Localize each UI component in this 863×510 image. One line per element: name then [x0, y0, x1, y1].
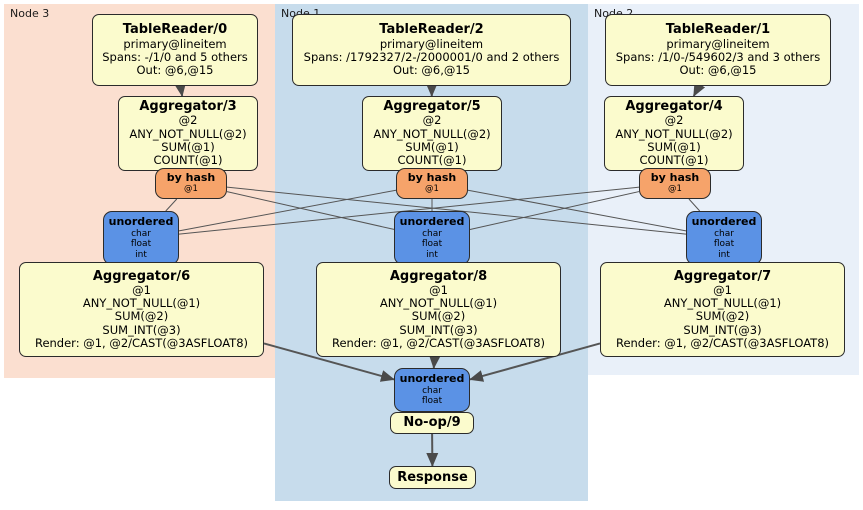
- node-byhash1[interactable]: by hash@1: [396, 168, 468, 199]
- node-title-response: Response: [397, 469, 468, 485]
- node-line-aggregator4-2: SUM(@1): [647, 140, 701, 155]
- node-line-tablereader1-1: Spans: /1/0-/549602/3 and 3 others: [615, 49, 821, 64]
- node-line-unordered1-0: char: [422, 228, 442, 239]
- node-line-unordered3-2: int: [135, 249, 147, 260]
- node-line-aggregator7-1: ANY_NOT_NULL(@1): [663, 296, 782, 311]
- node-line-aggregator3-3: COUNT(@1): [153, 153, 223, 168]
- node-line-aggregator5-1: ANY_NOT_NULL(@2): [373, 126, 491, 141]
- node-line-tablereader2-2: Out: @6,@15: [393, 63, 470, 78]
- node-line-aggregator8-3: SUM_INT(@3): [399, 322, 478, 337]
- node-line-unordered2-1: float: [713, 239, 735, 250]
- node-line-byhash1-0: @1: [425, 183, 439, 194]
- node-line-unordered3-1: float: [130, 239, 152, 250]
- node-line-aggregator4-1: ANY_NOT_NULL(@2): [615, 126, 733, 141]
- node-line-aggregator3-2: SUM(@1): [161, 140, 215, 155]
- node-title-aggregator8: Aggregator/8: [389, 268, 488, 284]
- node-line-aggregator3-0: @2: [178, 113, 198, 128]
- node-title-unordered_final: unordered: [399, 372, 465, 386]
- node-line-aggregator4-0: @2: [664, 113, 684, 128]
- node-line-tablereader0-2: Out: @6,@15: [136, 63, 214, 78]
- node-line-aggregator7-2: SUM(@2): [695, 309, 750, 324]
- node-line-aggregator8-1: ANY_NOT_NULL(@1): [379, 296, 498, 311]
- node-line-tablereader1-0: primary@lineitem: [666, 36, 770, 51]
- node-line-unordered2-0: char: [714, 228, 734, 239]
- node-response[interactable]: Response: [389, 466, 476, 489]
- node-line-aggregator7-0: @1: [713, 282, 732, 297]
- node-line-unordered1-1: float: [421, 239, 443, 250]
- node-line-aggregator6-3: SUM_INT(@3): [102, 322, 181, 337]
- node-title-tablereader1: TableReader/1: [665, 22, 771, 38]
- node-line-aggregator4-3: COUNT(@1): [639, 153, 709, 168]
- node-line-aggregator8-2: SUM(@2): [411, 309, 466, 324]
- node-line-unordered2-2: int: [718, 249, 730, 260]
- node-line-aggregator7-4: Render: @1, @2/CAST(@3ASFLOAT8): [615, 336, 830, 351]
- node-line-byhash3-0: @1: [184, 183, 198, 194]
- node-title-byhash3: by hash: [166, 171, 216, 185]
- node-line-unordered_final-1: float: [421, 396, 443, 407]
- node-line-tablereader2-0: primary@lineitem: [379, 36, 484, 51]
- node-line-aggregator7-3: SUM_INT(@3): [683, 322, 762, 337]
- node-line-aggregator6-4: Render: @1, @2/CAST(@3ASFLOAT8): [34, 336, 249, 351]
- node-line-aggregator5-3: COUNT(@1): [397, 153, 467, 168]
- cluster-label-node3: Node 3: [10, 7, 50, 20]
- node-line-tablereader2-1: Spans: /1792327/2-/2000001/0 and 2 other…: [303, 49, 560, 64]
- node-line-aggregator3-1: ANY_NOT_NULL(@2): [129, 126, 247, 141]
- node-title-byhash2: by hash: [650, 171, 700, 185]
- node-byhash2[interactable]: by hash@1: [639, 168, 711, 199]
- node-line-aggregator5-2: SUM(@1): [405, 140, 459, 155]
- node-title-aggregator3: Aggregator/3: [139, 99, 237, 115]
- node-line-aggregator5-0: @2: [422, 113, 442, 128]
- node-title-tablereader0: TableReader/0: [122, 22, 228, 38]
- node-line-aggregator6-0: @1: [132, 282, 151, 297]
- node-title-aggregator7: Aggregator/7: [673, 268, 772, 284]
- node-line-aggregator8-0: @1: [429, 282, 448, 297]
- node-title-noop9: No-op/9: [403, 415, 461, 431]
- node-line-unordered_final-0: char: [422, 385, 442, 396]
- node-title-aggregator4: Aggregator/4: [625, 99, 723, 115]
- node-title-aggregator5: Aggregator/5: [383, 99, 481, 115]
- node-line-tablereader0-1: Spans: -/1/0 and 5 others: [102, 49, 248, 64]
- node-noop9[interactable]: No-op/9: [390, 412, 474, 434]
- node-title-byhash1: by hash: [407, 171, 457, 185]
- node-line-unordered3-0: char: [131, 228, 151, 239]
- node-title-tablereader2: TableReader/2: [379, 22, 484, 38]
- node-line-aggregator8-4: Render: @1, @2/CAST(@3ASFLOAT8): [331, 336, 546, 351]
- node-title-unordered1: unordered: [399, 214, 465, 228]
- node-line-aggregator6-1: ANY_NOT_NULL(@1): [82, 296, 201, 311]
- node-line-tablereader0-0: primary@lineitem: [123, 36, 227, 51]
- node-byhash3[interactable]: by hash@1: [155, 168, 227, 199]
- node-line-unordered1-2: int: [426, 249, 438, 260]
- node-title-aggregator6: Aggregator/6: [92, 268, 191, 284]
- node-title-unordered2: unordered: [691, 214, 757, 228]
- node-title-unordered3: unordered: [108, 214, 174, 228]
- node-line-aggregator6-2: SUM(@2): [114, 309, 169, 324]
- node-line-byhash2-0: @1: [668, 183, 682, 194]
- node-line-tablereader1-2: Out: @6,@15: [679, 63, 757, 78]
